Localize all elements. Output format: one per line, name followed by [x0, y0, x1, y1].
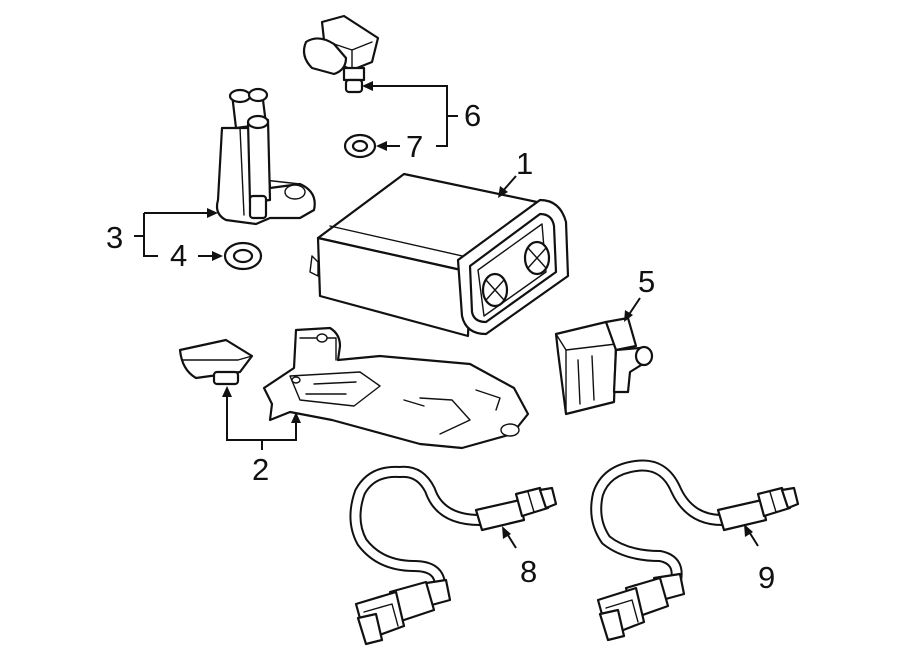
callout-4: 4	[170, 238, 187, 273]
leader-lines	[134, 81, 759, 549]
callout-7: 7	[406, 129, 423, 164]
part-9-o2-sensor	[590, 459, 800, 642]
part-2-pad	[178, 338, 254, 386]
part-3-valve	[215, 87, 316, 226]
part-7-oring	[343, 133, 377, 159]
callout-3: 3	[106, 220, 123, 255]
callout-1: 1	[516, 146, 533, 181]
part-4-oring	[223, 241, 263, 271]
callout-9: 9	[758, 560, 775, 595]
callout-2: 2	[252, 452, 269, 487]
part-6-sensor	[302, 14, 380, 94]
callout-8: 8	[520, 554, 537, 589]
part-2-bracket	[262, 326, 530, 450]
part-1-canister	[309, 172, 570, 338]
callout-5: 5	[638, 264, 655, 299]
part-5-solenoid	[554, 316, 654, 416]
callout-6: 6	[464, 98, 481, 133]
part-8-o2-sensor	[349, 465, 558, 646]
